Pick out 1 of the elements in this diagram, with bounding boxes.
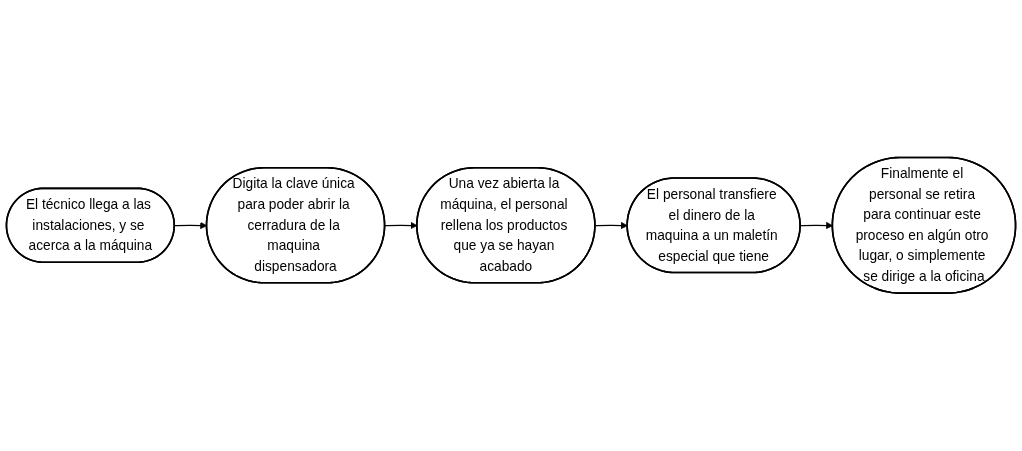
arrow [594,222,628,230]
